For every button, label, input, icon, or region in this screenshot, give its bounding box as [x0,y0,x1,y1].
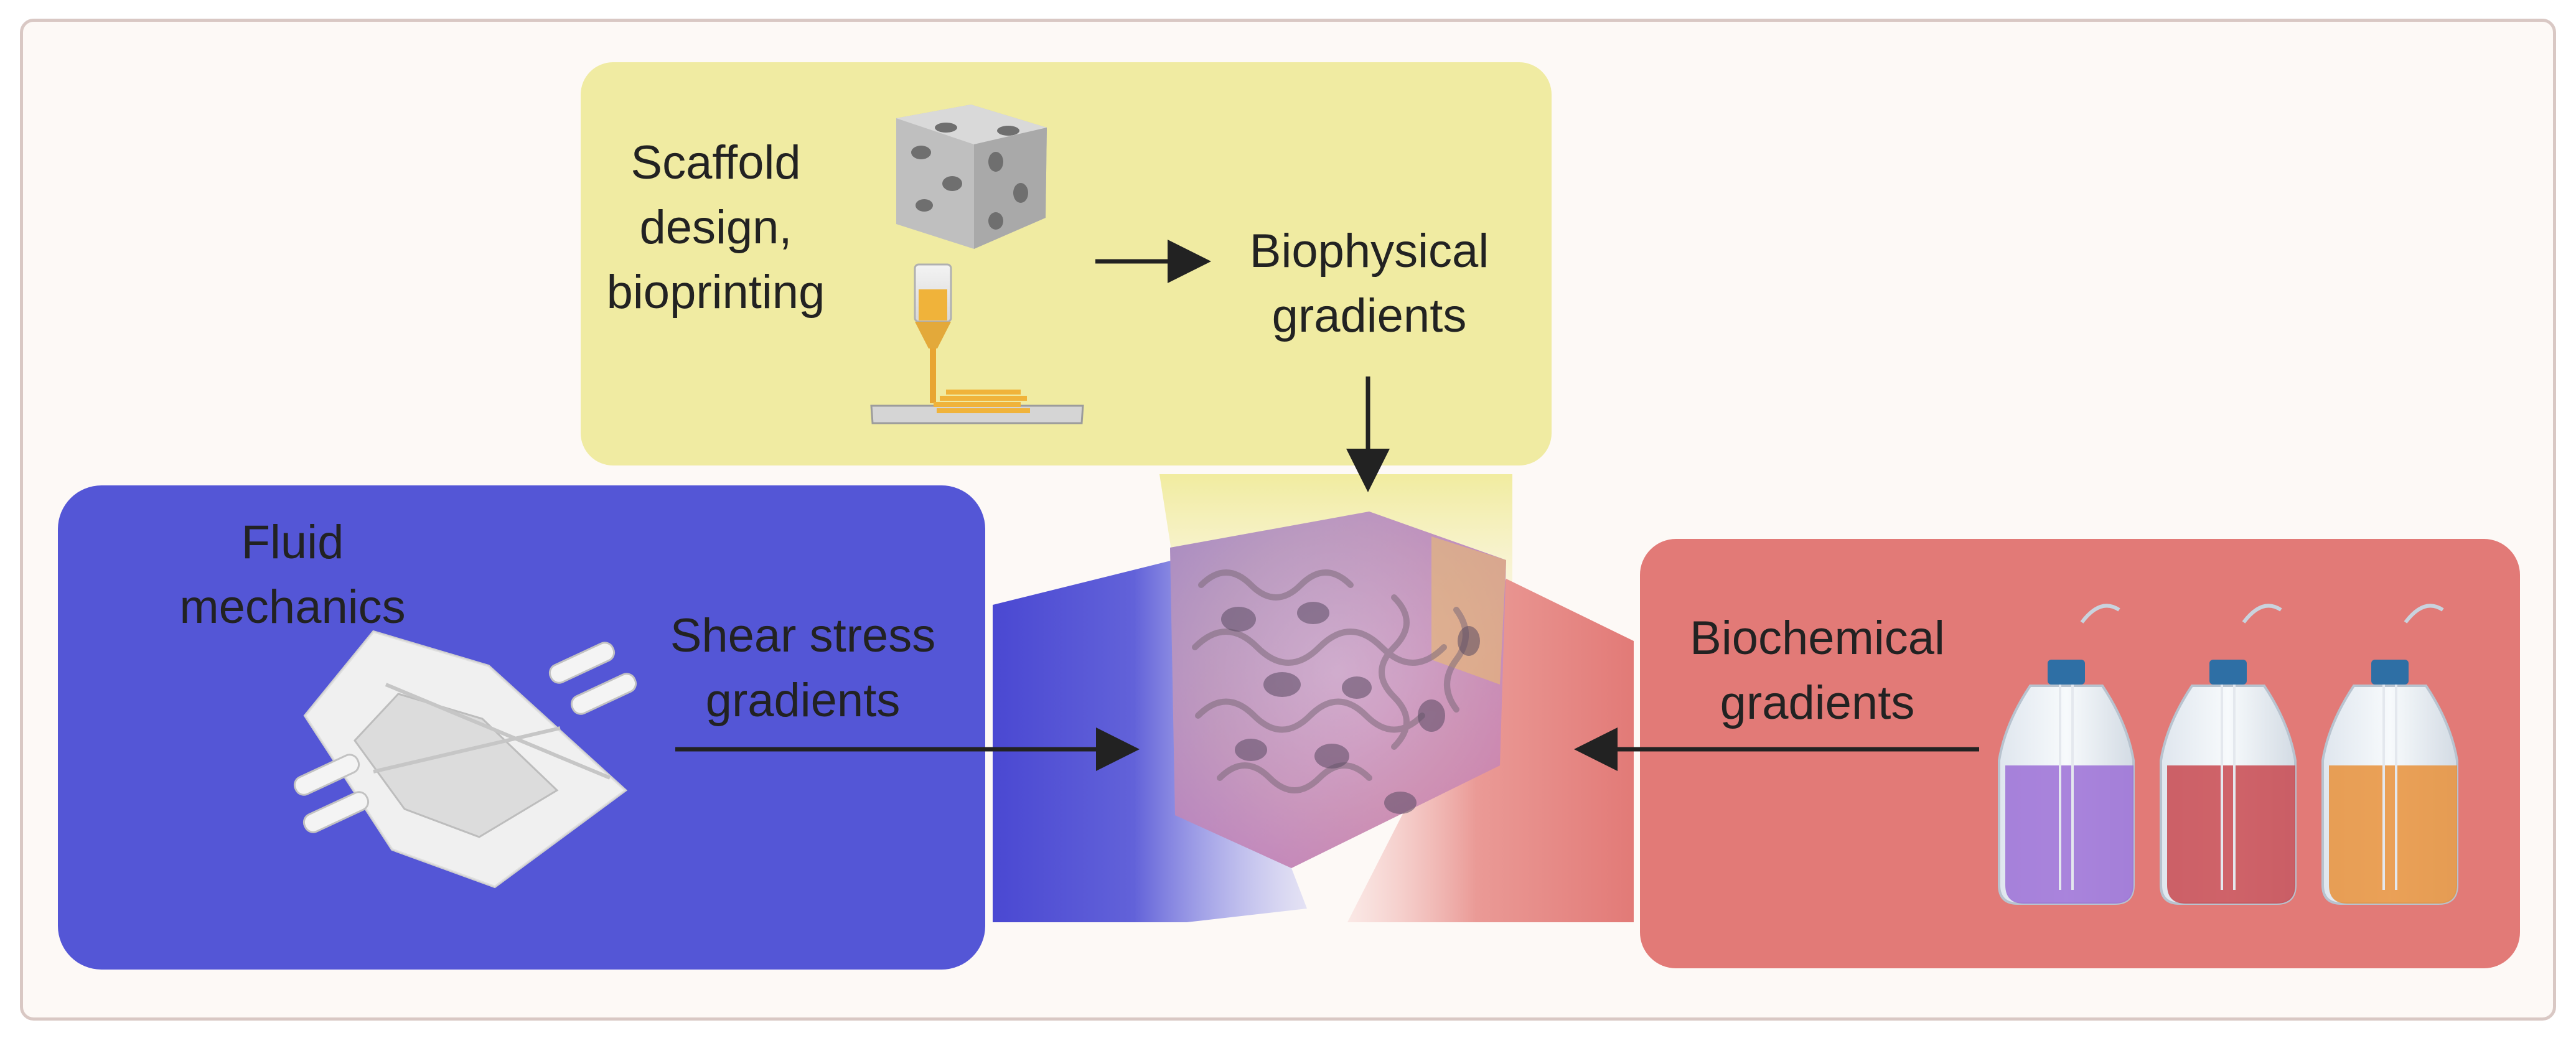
microfluidic-chip-icon [293,630,637,889]
shear-stress-gradients-label: Shear stress gradients [670,609,936,727]
purple-media-bottle-icon [1998,604,2135,905]
scaffold-design-label: Scaffold design, bioprinting [606,136,825,319]
gradient-scaffold-cube-icon [1170,512,1506,868]
gyroid-scaffold-icon [896,105,1047,249]
red-media-bottle-icon [2160,604,2297,905]
orange-media-bottle-icon [2321,604,2458,905]
bioprinter-nozzle-icon [870,263,1084,424]
biophysical-panel [581,62,1552,465]
biochemical-gradients-label: Biochemical gradients [1690,612,1945,729]
biophysical-gradients-label: Biophysical gradients [1249,225,1489,342]
fluid-mechanics-label: Fluid mechanics [179,516,406,634]
